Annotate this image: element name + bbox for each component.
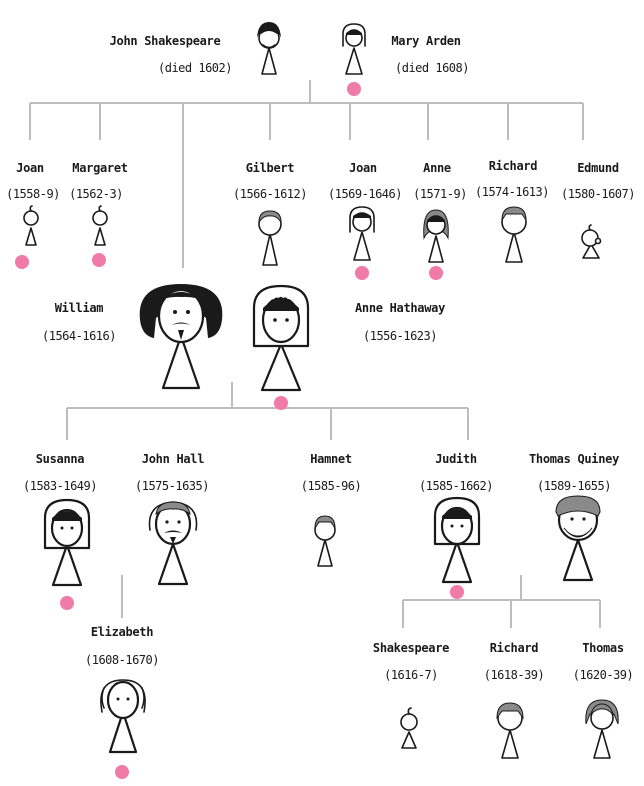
baby-figure-icon [400,707,418,749]
female-marker-icon [274,396,288,410]
anne-hathaway-figure-icon [252,284,310,392]
person-dates: (1569-1646) [328,187,402,201]
person-dates: (1556-1623) [363,329,437,343]
person-name: Richard [490,641,539,655]
person-name: Shakespeare [373,641,449,655]
william-figure-icon [139,284,223,390]
person-dates: (1575-1635) [135,479,209,493]
person-name: William [55,301,104,315]
person-dates: (1608-1670) [85,653,159,667]
person-dates: (died 1608) [395,61,469,75]
person-margaret: Margaret (1562-3) [69,161,128,267]
person-dates: (1585-96) [301,479,362,493]
girl-figure-icon [423,209,449,263]
person-name: Gilbert [246,161,295,175]
boy-figure-icon [501,206,527,263]
boy-figure-icon [496,702,524,759]
person-dates: (1583-1649) [23,479,97,493]
person-dates: (1618-39) [484,668,545,682]
person-name: Judith [435,452,477,466]
john-shakespeare-figure-icon [257,22,281,75]
female-marker-icon [450,585,464,599]
person-thomas: Thomas (1620-39) [573,641,634,759]
person-dates: (1616-7) [384,668,438,682]
female-marker-icon [347,82,361,96]
woman-figure-icon [433,496,481,584]
person-gilbert: Gilbert (1566-1612) [233,161,307,266]
person-name: Mary Arden [391,34,460,48]
person-joan-2: Joan (1569-1646) [328,161,402,280]
person-name: Thomas [582,641,624,655]
boy-figure-icon [314,515,336,567]
thomas-quiney-figure-icon [555,495,601,582]
boy-figure-icon [258,210,282,266]
person-dates: (1580-1607) [561,187,635,201]
person-name: Edmund [577,161,619,175]
person-dates: (1564-1616) [42,329,116,343]
baby-figure-icon [581,224,602,259]
female-marker-icon [429,266,443,280]
person-joan-1: Joan (1558-9) [6,161,60,269]
female-marker-icon [60,596,74,610]
person-mary-arden: Mary Arden (died 1608) [342,23,469,96]
person-name: Elizabeth [91,625,153,639]
person-dates: (1558-9) [6,187,60,201]
person-william: William (1564-1616) [42,284,223,390]
mary-arden-figure-icon [342,23,366,75]
person-anne: Anne (1571-9) [413,161,467,280]
person-susanna: Susanna (1583-1649) [23,452,97,610]
person-name: Richard [489,159,538,173]
person-name: John Hall [142,452,204,466]
person-name: Joan [349,161,377,175]
person-shakespeare: Shakespeare (1616-7) [373,641,449,749]
female-marker-icon [15,255,29,269]
person-judith: Judith (1585-1662) [419,452,493,599]
person-dates: (died 1602) [158,61,232,75]
person-dates: (1571-9) [413,187,467,201]
female-marker-icon [355,266,369,280]
baby-figure-icon [23,205,39,246]
person-john-shakespeare: John Shakespeare (died 1602) [110,22,281,75]
person-name: John Shakespeare [110,34,221,48]
person-dates: (1620-39) [573,668,634,682]
female-marker-icon [115,765,129,779]
person-name: Margaret [72,161,127,175]
john-hall-figure-icon [148,501,198,586]
person-name: Anne [423,161,451,175]
person-dates: (1585-1662) [419,479,493,493]
person-dates: (1589-1655) [537,479,611,493]
woman-figure-icon [43,498,91,587]
baby-figure-icon [92,205,108,246]
person-john-hall: John Hall (1575-1635) [135,452,209,586]
person-elizabeth: Elizabeth (1608-1670) [85,625,159,779]
person-name: Susanna [36,452,85,466]
person-edmund: Edmund (1580-1607) [561,161,635,259]
person-dates: (1562-3) [69,187,123,201]
person-name: Thomas Quiney [529,452,619,466]
person-richard-1: Richard (1574-1613) [475,159,549,263]
person-dates: (1574-1613) [475,185,549,199]
person-name: Joan [16,161,44,175]
boy-figure-icon [585,699,619,759]
person-anne-hathaway: Anne Hathaway (1556-1623) [252,284,445,410]
person-dates: (1566-1612) [233,187,307,201]
woman-figure-icon [349,206,375,261]
person-name: Anne Hathaway [355,301,445,315]
female-marker-icon [92,253,106,267]
person-richard-2: Richard (1618-39) [484,641,545,759]
person-thomas-quiney: Thomas Quiney (1589-1655) [529,452,619,582]
person-name: Hamnet [310,452,352,466]
connector-lines [29,80,601,628]
elizabeth-figure-icon [100,679,146,754]
person-hamnet: Hamnet (1585-96) [301,452,362,567]
